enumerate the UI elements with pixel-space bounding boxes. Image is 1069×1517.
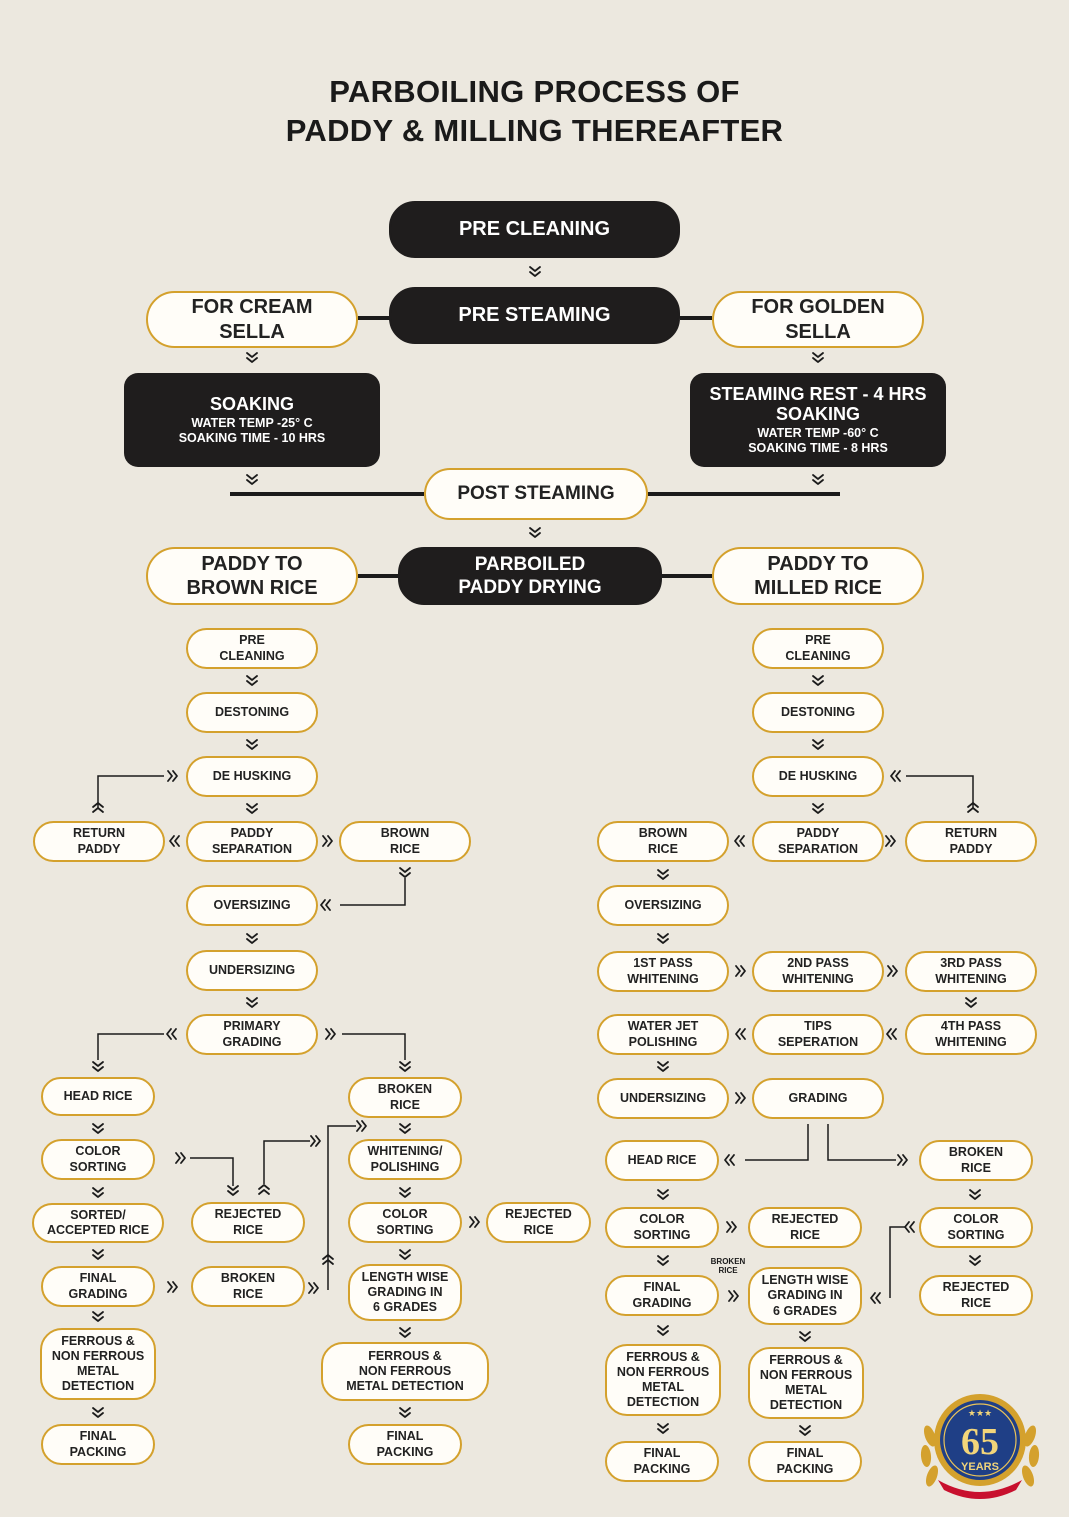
right-rejected-rice: REJECTED RICE (748, 1207, 862, 1248)
right-final-packing-2: FINAL PACKING (748, 1441, 862, 1482)
for-golden-sella-node: FOR GOLDEN SELLA (712, 291, 924, 348)
left-primary-grading: PRIMARY GRADING (186, 1014, 318, 1055)
right-final-packing: FINAL PACKING (605, 1441, 719, 1482)
right-3rd-pass-whitening: 3RD PASS WHITENING (905, 951, 1037, 992)
right-brown-rice: BROWN RICE (597, 821, 729, 862)
left-length-grading: LENGTH WISE GRADING IN 6 GRADES (348, 1264, 462, 1321)
left-final-packing-2: FINAL PACKING (348, 1424, 462, 1465)
left-broken-rice-mid: BROKEN RICE (191, 1266, 305, 1307)
right-1st-pass-whitening: 1ST PASS WHITENING (597, 951, 729, 992)
right-destoning: DESTONING (752, 692, 884, 733)
left-broken-rice: BROKEN RICE (348, 1077, 462, 1118)
pre-steaming-node: PRE STEAMING (389, 287, 680, 344)
paddy-to-brown-node: PADDY TO BROWN RICE (146, 547, 358, 605)
left-color-sorting-2: COLOR SORTING (348, 1202, 462, 1243)
post-steaming-node: POST STEAMING (424, 468, 648, 520)
left-whitening-polishing: WHITENING/ POLISHING (348, 1139, 462, 1180)
right-head-rice: HEAD RICE (605, 1140, 719, 1181)
left-final-packing: FINAL PACKING (41, 1424, 155, 1465)
soaking-golden-heading: STEAMING REST - 4 HRS SOAKING (709, 384, 927, 424)
right-4th-pass-whitening: 4TH PASS WHITENING (905, 1014, 1037, 1055)
left-de-husking: DE HUSKING (186, 756, 318, 797)
right-ferrous-detection: FERROUS & NON FERROUS METAL DETECTION (605, 1344, 721, 1416)
right-final-grading: FINAL GRADING (605, 1275, 719, 1316)
left-undersizing: UNDERSIZING (186, 950, 318, 991)
right-oversizing: OVERSIZING (597, 885, 729, 926)
left-destoning: DESTONING (186, 692, 318, 733)
right-paddy-separation: PADDY SEPARATION (752, 821, 884, 862)
badge-number: 65 (961, 1421, 999, 1463)
left-sorted-accepted-rice: SORTED/ ACCEPTED RICE (32, 1203, 164, 1243)
left-rejected-rice-2: REJECTED RICE (486, 1202, 591, 1243)
left-oversizing: OVERSIZING (186, 885, 318, 926)
right-broken-rice-label: BROKEN RICE (710, 1257, 746, 1275)
right-pre-cleaning: PRE CLEANING (752, 628, 884, 669)
soaking-golden-detail: WATER TEMP -60° C SOAKING TIME - 8 HRS (748, 426, 888, 455)
for-cream-sella-node: FOR CREAM SELLA (146, 291, 358, 348)
soaking-golden-node: STEAMING REST - 4 HRS SOAKING WATER TEMP… (690, 373, 946, 467)
soaking-cream-heading: SOAKING (209, 394, 294, 414)
page-title: PARBOILING PROCESS OF PADDY & MILLING TH… (0, 72, 1069, 150)
soaking-cream-node: SOAKING WATER TEMP -25° C SOAKING TIME -… (124, 373, 380, 467)
left-color-sorting: COLOR SORTING (41, 1139, 155, 1180)
left-pre-cleaning: PRE CLEANING (186, 628, 318, 669)
parboiled-drying-node: PARBOILED PADDY DRYING (398, 547, 662, 605)
right-undersizing: UNDERSIZING (597, 1078, 729, 1119)
right-tips-separation: TIPS SEPERATION (752, 1014, 884, 1055)
left-head-rice: HEAD RICE (41, 1077, 155, 1116)
left-rejected-rice: REJECTED RICE (191, 1202, 305, 1243)
right-return-paddy: RETURN PADDY (905, 821, 1037, 862)
right-rejected-rice-2: REJECTED RICE (919, 1275, 1033, 1316)
anniversary-badge: ★★★ 65 YEARS (920, 1394, 1040, 1499)
right-color-sorting: COLOR SORTING (605, 1207, 719, 1248)
paddy-to-milled-node: PADDY TO MILLED RICE (712, 547, 924, 605)
left-ferrous-detection: FERROUS & NON FERROUS METAL DETECTION (40, 1328, 156, 1400)
soaking-cream-detail: WATER TEMP -25° C SOAKING TIME - 10 HRS (178, 416, 326, 445)
left-ferrous-detection-2: FERROUS & NON FERROUS METAL DETECTION (321, 1342, 489, 1401)
title-line-1: PARBOILING PROCESS OF (329, 74, 740, 109)
laurel-icon (920, 1425, 1040, 1487)
left-brown-rice: BROWN RICE (339, 821, 471, 862)
badge-stars: ★★★ (968, 1409, 992, 1419)
left-paddy-separation: PADDY SEPARATION (186, 821, 318, 862)
right-grading: GRADING (752, 1078, 884, 1119)
right-length-grading: LENGTH WISE GRADING IN 6 GRADES (748, 1267, 862, 1325)
right-2nd-pass-whitening: 2ND PASS WHITENING (752, 951, 884, 992)
right-ferrous-detection-2: FERROUS & NON FERROUS METAL DETECTION (748, 1347, 864, 1419)
left-final-grading: FINAL GRADING (41, 1266, 155, 1307)
badge-label: YEARS (961, 1461, 999, 1473)
right-color-sorting-2: COLOR SORTING (919, 1207, 1033, 1248)
title-line-2: PADDY & MILLING THEREAFTER (285, 113, 784, 148)
right-broken-rice: BROKEN RICE (919, 1140, 1033, 1181)
left-return-paddy: RETURN PADDY (33, 821, 165, 862)
right-water-jet-polishing: WATER JET POLISHING (597, 1014, 729, 1055)
pre-cleaning-node: PRE CLEANING (389, 201, 680, 258)
right-de-husking: DE HUSKING (752, 756, 884, 797)
